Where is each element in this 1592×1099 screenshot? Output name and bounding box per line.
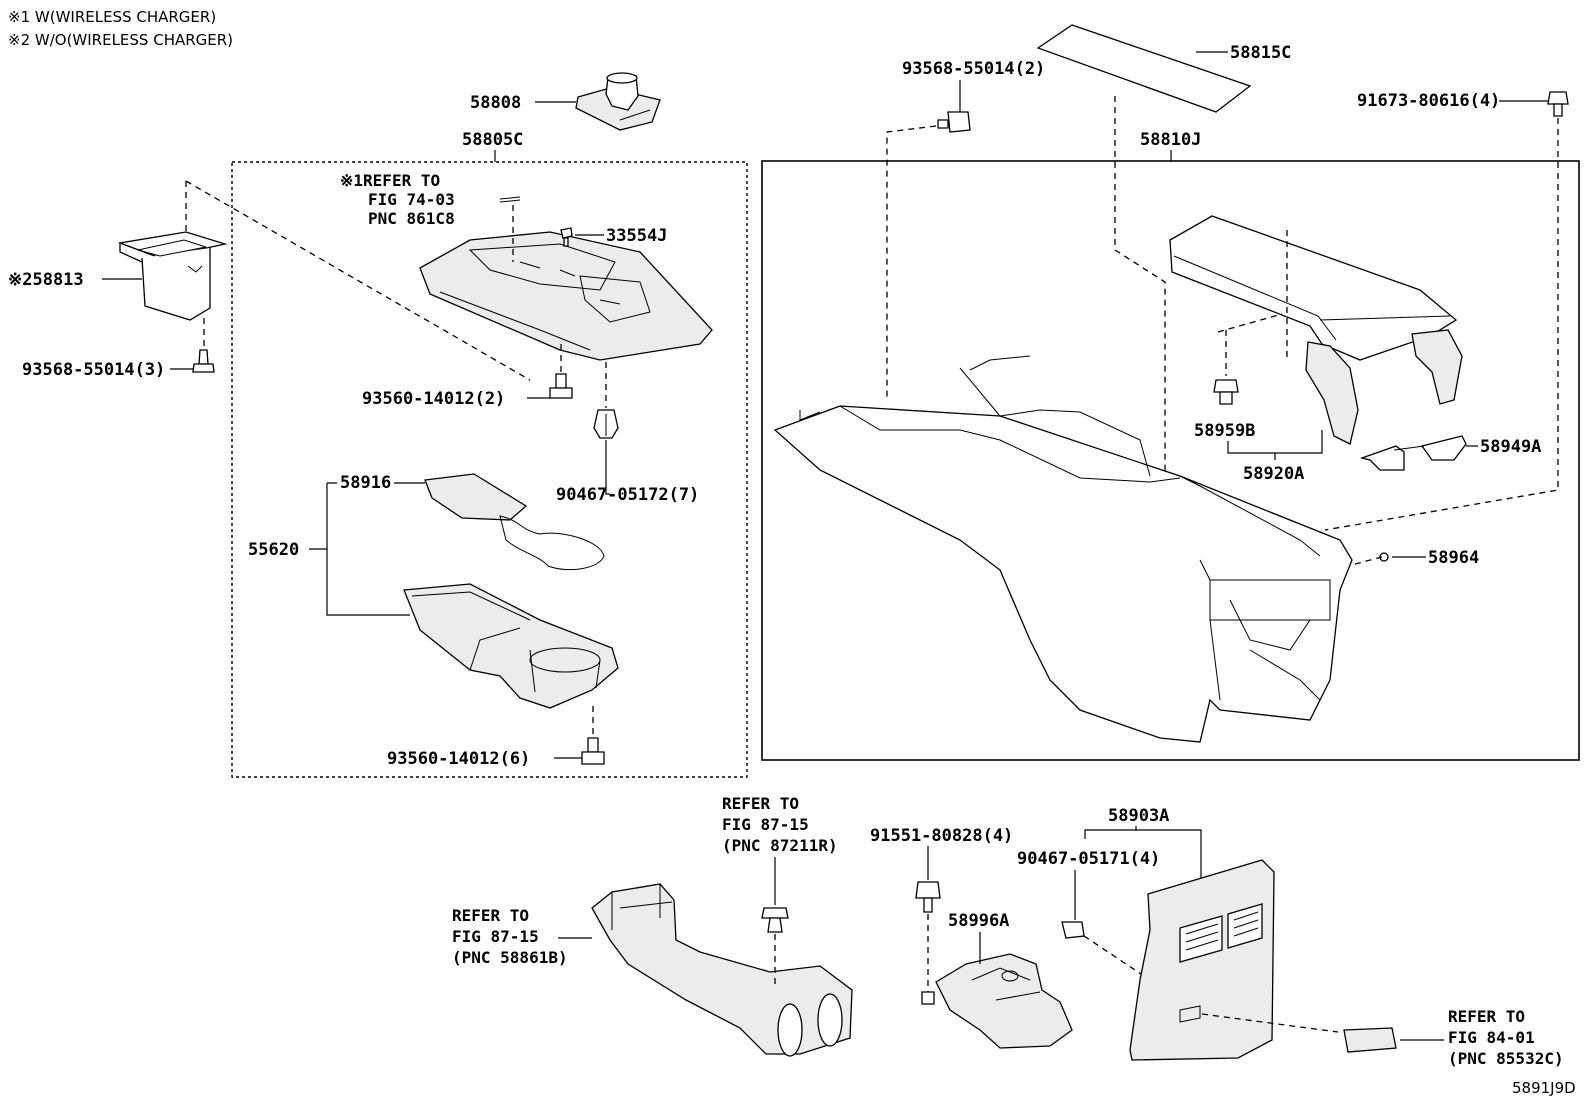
part-label-58813[interactable]: ※258813 (8, 270, 84, 290)
bracket-55620 (326, 482, 410, 616)
part-label-58920A[interactable]: 58920A (1243, 464, 1304, 484)
hinge-58949A[interactable] (1359, 435, 1467, 471)
screw-93568-3[interactable] (192, 349, 215, 373)
air-duct[interactable] (591, 883, 853, 1057)
part-label-58964[interactable]: 58964 (1428, 548, 1479, 568)
plug-85532C[interactable] (1343, 1027, 1397, 1053)
part-label-90467-7[interactable]: 90467-05172(7) (556, 485, 699, 505)
mat-58916[interactable] (424, 473, 605, 571)
armrest-lid[interactable] (1169, 215, 1463, 445)
ref-87211R-line1[interactable]: REFER TO (722, 794, 799, 813)
part-label-93568-2[interactable]: 93568-55014(2) (902, 59, 1045, 79)
clip-90467-4[interactable] (1061, 921, 1085, 939)
group-box-shift-panel (231, 161, 748, 778)
dash-lid (1217, 230, 1288, 362)
note-no-wireless: ※2 W/O(WIRELESS CHARGER) (8, 31, 233, 49)
ref-85532C-line1[interactable]: REFER TO (1448, 1007, 1525, 1026)
part-label-58808[interactable]: 58808 (470, 93, 521, 113)
part-label-90467-4[interactable]: 90467-05171(4) (1017, 849, 1160, 869)
screw-93560-2[interactable] (549, 373, 573, 399)
clip-90467-7[interactable] (593, 409, 619, 439)
ref-58861B-line2[interactable]: FIG 87-15 (452, 927, 539, 946)
part-label-93560-6[interactable]: 93560-14012(6) (387, 749, 530, 769)
cup-holder-tray[interactable] (403, 583, 619, 709)
bracket-58903A (1084, 826, 1202, 882)
dash-93568-2 (886, 125, 937, 400)
ref-87211R-line3[interactable]: (PNC 87211R) (722, 836, 838, 855)
dash-91673 (1324, 118, 1559, 531)
part-label-91673[interactable]: 91673-80616(4) (1357, 91, 1500, 111)
diagram-code: 5891J9D (1512, 1079, 1576, 1097)
dash-90467-4 (1083, 935, 1151, 981)
ref-861C8-line2[interactable]: FIG 74-03 (368, 190, 455, 209)
ref-58861B-line3[interactable]: (PNC 58861B) (452, 948, 568, 967)
storage-box-part[interactable] (117, 231, 228, 321)
dash-58813-diag (185, 180, 531, 381)
part-label-58996A[interactable]: 58996A (948, 911, 1009, 931)
ref-861C8-line1[interactable]: ※1REFER TO (340, 171, 440, 190)
part-label-58815C[interactable]: 58815C (1230, 43, 1291, 63)
ref-85532C-line2[interactable]: FIG 84-01 (1448, 1028, 1535, 1047)
part-label-58949A[interactable]: 58949A (1480, 437, 1541, 457)
mat-58815C[interactable] (1036, 24, 1252, 113)
screw-93560-6[interactable] (581, 737, 605, 765)
ref-861C8-line3[interactable]: PNC 861C8 (368, 209, 455, 228)
ref-58861B-line1[interactable]: REFER TO (452, 906, 529, 925)
part-label-58810J[interactable]: 58810J (1140, 130, 1201, 150)
dash-85532C (1201, 1013, 1339, 1033)
part-label-91551[interactable]: 91551-80828(4) (870, 826, 1013, 846)
bracket-58996A[interactable] (921, 953, 1073, 1049)
part-label-58959B[interactable]: 58959B (1194, 421, 1255, 441)
dash-58815C (1114, 96, 1166, 580)
rear-panel-58903A[interactable] (1129, 859, 1275, 1061)
leader-90467-7 (605, 440, 610, 495)
shift-boot-part[interactable] (575, 72, 661, 131)
part-label-33554J[interactable]: 33554J (606, 226, 667, 246)
bolt-91551[interactable] (915, 881, 941, 913)
part-label-93560-2[interactable]: 93560-14012(2) (362, 389, 505, 409)
shift-panel-part[interactable] (419, 231, 713, 361)
screw-93568-2[interactable] (937, 111, 971, 133)
clip-58959B[interactable] (1213, 379, 1239, 405)
clip-33554J[interactable] (560, 227, 573, 247)
part-label-58805C[interactable]: 58805C (462, 130, 523, 150)
ref-85532C-line3[interactable]: (PNC 85532C) (1448, 1049, 1564, 1068)
bolt-91673[interactable] (1547, 91, 1569, 117)
note-wireless: ※1 W(WIRELESS CHARGER) (8, 8, 216, 26)
part-label-58903A[interactable]: 58903A (1108, 806, 1169, 826)
part-label-55620[interactable]: 55620 (248, 540, 299, 560)
console-body[interactable] (773, 355, 1353, 743)
part-label-58916[interactable]: 58916 (340, 473, 391, 493)
clip-87211R[interactable] (761, 907, 789, 933)
part-label-93568-3[interactable]: 93568-55014(3) (22, 360, 165, 380)
ref-87211R-line2[interactable]: FIG 87-15 (722, 815, 809, 834)
charger-cable-stub (499, 196, 521, 203)
